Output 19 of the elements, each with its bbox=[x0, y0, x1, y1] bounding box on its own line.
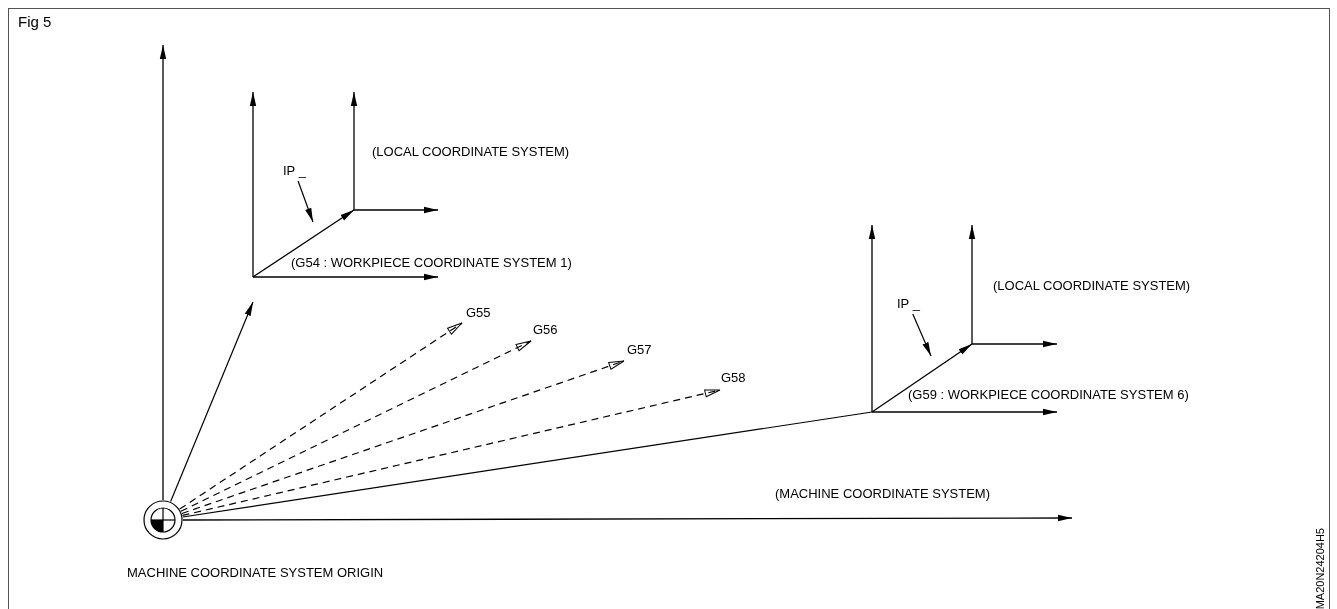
arrow bbox=[170, 301, 254, 503]
offset-arrow bbox=[181, 389, 721, 517]
figure-code: MA20N24204H5 bbox=[1314, 528, 1327, 609]
leader-arrow bbox=[297, 180, 314, 223]
offset-label: IP _ bbox=[283, 163, 306, 179]
offset-arrow bbox=[181, 360, 625, 515]
axis-caption: (G59 : WORKPIECE COORDINATE SYSTEM 6) bbox=[908, 387, 1189, 403]
offset-arrow bbox=[180, 340, 532, 512]
origin-caption: MACHINE COORDINATE SYSTEM ORIGIN bbox=[127, 565, 384, 581]
origin-symbol bbox=[143, 500, 183, 540]
figure-title: Fig 5 bbox=[18, 14, 52, 30]
axis-caption: (MACHINE COORDINATE SYSTEM) bbox=[775, 486, 990, 502]
offset-label: IP _ bbox=[897, 296, 920, 312]
offset-line bbox=[182, 411, 873, 518]
axis-caption: (LOCAL COORDINATE SYSTEM) bbox=[372, 144, 570, 160]
axis-caption: (LOCAL COORDINATE SYSTEM) bbox=[993, 278, 1191, 294]
leader-arrow bbox=[912, 313, 932, 357]
axis-caption: (G54 : WORKPIECE COORDINATE SYSTEM 1) bbox=[291, 255, 572, 271]
offset-arrow bbox=[179, 322, 463, 510]
